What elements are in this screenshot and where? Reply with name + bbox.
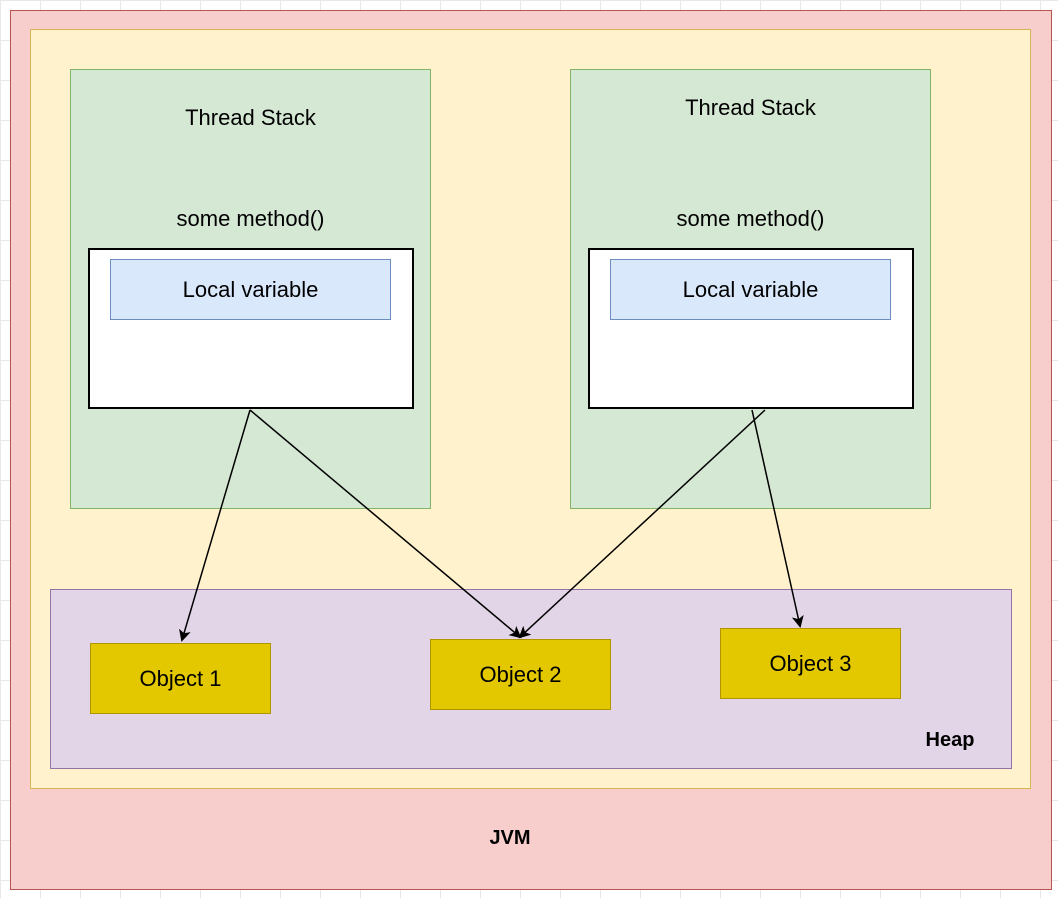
object-3[interactable]: Object 3 bbox=[720, 628, 901, 699]
arrow-frame2-to-object2 bbox=[518, 409, 766, 639]
jvm-label: JVM bbox=[489, 827, 531, 849]
local-variable-1[interactable]: Local variable bbox=[110, 259, 391, 320]
thread-stack-1-title: Thread Stack bbox=[185, 105, 316, 130]
thread-stack-1-method: some method() bbox=[176, 206, 325, 231]
heap-label: Heap bbox=[925, 729, 975, 751]
object-2[interactable]: Object 2 bbox=[430, 639, 611, 710]
arrow-frame1-to-object2 bbox=[249, 409, 522, 639]
thread-stack-2-title: Thread Stack bbox=[685, 95, 816, 120]
arrow-frame2-to-object3 bbox=[751, 409, 804, 628]
thread-stack-2-method: some method() bbox=[676, 206, 825, 231]
local-variable-2[interactable]: Local variable bbox=[610, 259, 891, 320]
arrow-frame1-to-object1 bbox=[179, 409, 251, 642]
object-1[interactable]: Object 1 bbox=[90, 643, 271, 714]
